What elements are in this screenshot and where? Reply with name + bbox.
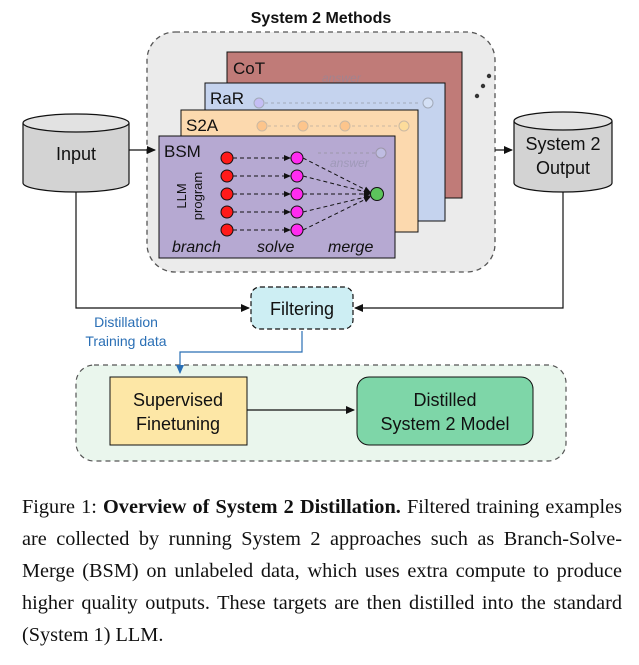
bsm-program-label: program: [190, 172, 205, 220]
distilled-model-box: [356, 376, 534, 446]
branch-node: [220, 223, 234, 237]
bsm-faded-answer: answer: [330, 156, 370, 170]
rar-label: RaR: [210, 89, 244, 108]
solve-node: [290, 223, 304, 237]
bsm-faded-flow: [318, 147, 387, 159]
bsm-label: BSM: [164, 142, 201, 161]
input-label: Input: [56, 144, 96, 164]
merge-label: merge: [328, 239, 373, 256]
bsm-flow: [220, 151, 384, 237]
solve-node: [290, 151, 304, 165]
filtering-box: [250, 286, 354, 330]
caption-title: Overview of System 2 Distillation.: [103, 496, 401, 518]
filtering-to-finetuning-arrow: [176, 331, 303, 374]
s2a-label: S2A: [186, 116, 219, 135]
solve-node: [290, 205, 304, 219]
figure-caption: Figure 1: Overview of System 2 Distillat…: [22, 491, 622, 651]
branch-node: [220, 187, 234, 201]
branch-node: [220, 205, 234, 219]
filtering-label: Filtering: [270, 299, 334, 319]
bsm-card: [158, 135, 396, 259]
s2a-faded-flow: [256, 120, 410, 132]
merge-node: [370, 187, 384, 201]
distillation-label-line2: Training data: [85, 333, 166, 349]
system2-distillation-diagram: System 2 Methods CoT RaR answer S2A BSM …: [22, 10, 613, 462]
bsm-llm-label: LLM: [174, 183, 189, 208]
output-label-line2: Output: [536, 158, 590, 178]
more-methods-dot: [474, 93, 480, 99]
rar-faded-answer: answer: [322, 71, 362, 85]
more-methods-dot: [486, 73, 492, 79]
output-to-filtering-arrow: [354, 192, 564, 312]
solve-node: [290, 169, 304, 183]
input-cylinder: [22, 113, 130, 193]
caption-body: Filtered training examples are collected…: [22, 496, 623, 646]
cot-label: CoT: [233, 59, 265, 78]
input-to-filtering-arrow: [75, 192, 250, 312]
solve-node: [290, 187, 304, 201]
supervised-finetuning-box: [109, 376, 248, 446]
supervised-label-line2: Finetuning: [136, 414, 220, 434]
output-label-line1: System 2: [525, 134, 600, 154]
distillation-label-line1: Distillation: [94, 314, 158, 330]
branch-node: [220, 169, 234, 183]
branch-label: branch: [172, 239, 221, 256]
system2-methods-title: System 2 Methods: [251, 10, 392, 27]
branch-node: [220, 151, 234, 165]
output-cylinder: [513, 111, 613, 193]
distilled-label-line1: Distilled: [413, 390, 476, 410]
supervised-label-line1: Supervised: [133, 390, 223, 410]
rar-faded-flow: [253, 97, 434, 109]
more-methods-dot: [480, 83, 486, 89]
distilled-label-line2: System 2 Model: [380, 414, 509, 434]
solve-label: solve: [257, 239, 294, 256]
caption-figure-label: Figure 1:: [22, 496, 97, 518]
